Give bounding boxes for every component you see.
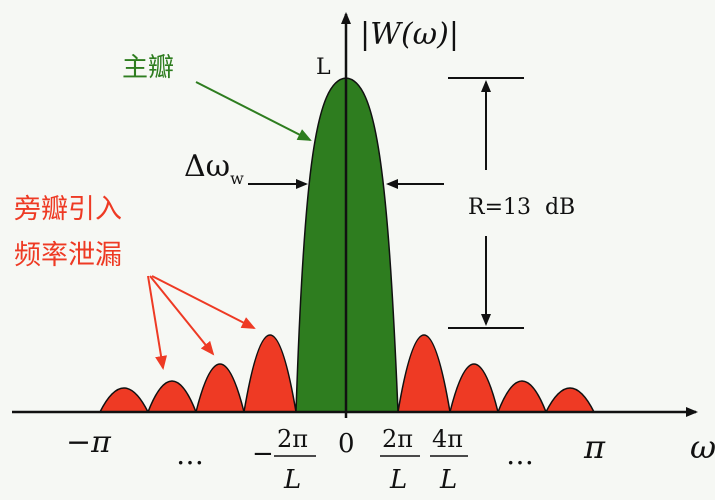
side-lobe-label-line1: 旁瓣引入 (14, 194, 122, 225)
side-lobe-left-4 (98, 387, 150, 413)
tick-zero: 0 (338, 429, 355, 459)
width-delta-omega: Δω (184, 149, 230, 184)
attenuation-label: R=13 dB (468, 195, 575, 220)
side-lobe-left-2 (195, 363, 245, 413)
side-lobe-pointer-1 (147, 275, 167, 370)
width-subscript: w (230, 169, 244, 188)
tick-two-pi-den: L (389, 465, 407, 495)
side-lobe-label-line2: 频率泄漏 (14, 240, 122, 271)
side-lobe-right-1 (397, 334, 451, 413)
main-lobe-width-label: Δωw (184, 149, 244, 188)
side-lobe-pointer-2 (149, 275, 215, 356)
y-axis-label: |W(ω)| (360, 17, 459, 52)
side-lobe-right-3 (496, 380, 548, 413)
main-lobe-pointer (195, 81, 312, 141)
tick-dots-right: … (506, 438, 534, 471)
side-lobe-left-3 (146, 380, 198, 413)
side-lobe-pointer-3 (151, 275, 256, 329)
tick-neg-two-pi-num: 2π (277, 425, 308, 453)
side-lobe-right-2 (449, 363, 499, 413)
side-lobe-left-1 (243, 334, 297, 413)
tick-neg-pi: −π (66, 425, 112, 460)
main-lobe-label: 主瓣 (122, 53, 174, 83)
tick-four-pi-den: L (439, 465, 457, 495)
x-axis-label: ω (690, 428, 715, 466)
tick-dots-left: … (176, 438, 204, 471)
tick-neg-two-pi-den: L (283, 465, 301, 495)
tick-four-pi-num: 4π (432, 425, 463, 453)
tick-two-pi-num: 2π (382, 425, 413, 453)
side-lobe-right-4 (544, 387, 596, 413)
peak-label: L (316, 55, 331, 80)
tick-neg-sign: − (252, 439, 274, 469)
tick-pi: π (583, 428, 606, 466)
